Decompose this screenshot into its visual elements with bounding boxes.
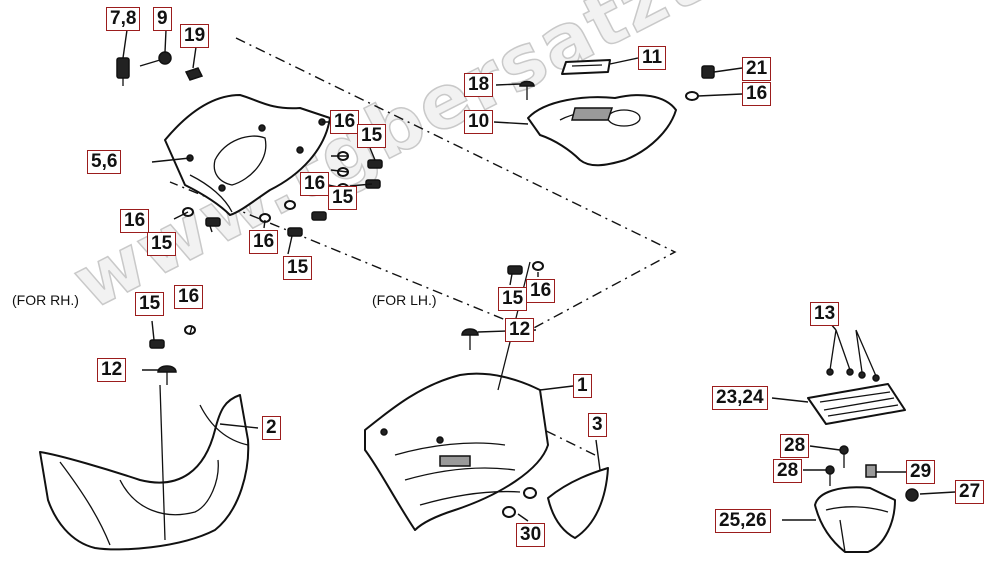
callout-30: 30 <box>516 523 546 547</box>
callout-18: 18 <box>464 73 494 97</box>
callout-27: 27 <box>955 480 985 504</box>
callout-16: 16 <box>300 172 330 196</box>
callout-16: 16 <box>120 209 150 233</box>
fasteners-group-rh <box>149 325 196 385</box>
callout-15: 15 <box>147 232 177 256</box>
callout-25-26: 25,26 <box>715 509 771 533</box>
callout-12: 12 <box>505 318 535 342</box>
callout-16: 16 <box>742 82 772 106</box>
callout-7-8: 7,8 <box>106 7 141 31</box>
toolbox-part-25-26 <box>814 486 896 553</box>
note-for-lh: (FOR LH.) <box>372 292 437 308</box>
clip-part-7-8 <box>116 57 130 86</box>
callout-16: 16 <box>249 230 279 254</box>
callout-15: 15 <box>498 287 528 311</box>
callout-13: 13 <box>810 302 840 326</box>
callout-15: 15 <box>328 186 358 210</box>
callout-28: 28 <box>773 459 803 483</box>
callout-19: 19 <box>180 24 210 48</box>
callout-10: 10 <box>464 110 494 134</box>
callout-12: 12 <box>97 358 127 382</box>
footrest-part-2 <box>39 384 250 551</box>
clip-part-19 <box>184 67 204 81</box>
callout-15: 15 <box>357 124 387 148</box>
callout-16: 16 <box>174 285 204 309</box>
callout-16: 16 <box>330 110 360 134</box>
callout-16: 16 <box>526 279 556 303</box>
callout-2: 2 <box>262 416 281 440</box>
mudflap-part-3 <box>547 467 609 539</box>
callout-15: 15 <box>135 292 165 316</box>
callout-9: 9 <box>153 7 172 31</box>
assembly-line <box>169 37 677 331</box>
callout-5-6: 5,6 <box>87 150 122 174</box>
note-for-rh: (FOR RH.) <box>12 292 79 308</box>
callout-23-24: 23,24 <box>712 386 768 410</box>
callout-11: 11 <box>638 46 667 70</box>
callout-28: 28 <box>780 434 810 458</box>
fasteners-group-box <box>825 445 919 502</box>
callout-15: 15 <box>283 256 313 280</box>
callout-29: 29 <box>906 460 936 484</box>
screw-part-9 <box>139 51 172 67</box>
tray-part-23-24 <box>807 329 906 425</box>
callout-3: 3 <box>588 413 607 437</box>
center-cover-part-10 <box>527 94 677 167</box>
footrest-part-1 <box>364 261 549 531</box>
fasteners-group-lh <box>461 261 544 518</box>
fasteners-group-left <box>182 151 383 237</box>
pad-part-11 <box>561 59 611 75</box>
callout-1: 1 <box>573 374 592 398</box>
side-cover-part-5-6 <box>164 94 331 216</box>
fasteners-group-top-right <box>519 65 715 101</box>
callout-21: 21 <box>742 57 772 81</box>
